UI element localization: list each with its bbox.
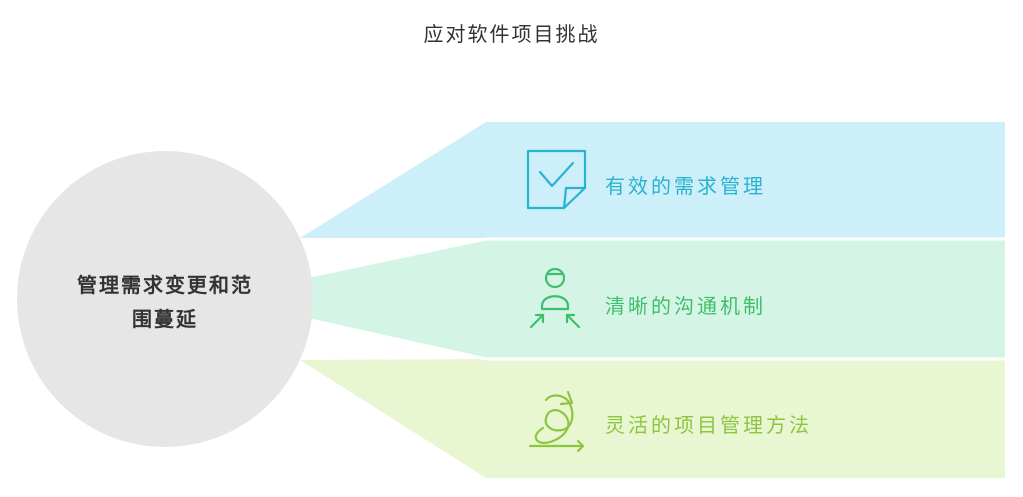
separator-1 xyxy=(309,237,487,278)
checkbox-note-icon xyxy=(526,149,587,210)
band-1 xyxy=(300,122,1005,238)
loop-path-icon xyxy=(528,390,585,453)
separator-3 xyxy=(309,318,487,361)
center-circle xyxy=(17,151,313,447)
center-label-line-2: 围蔓延 xyxy=(132,307,198,331)
diagram-title: 应对软件项目挑战 xyxy=(423,22,600,46)
center-label-line-1: 管理需求变更和范 xyxy=(77,273,253,297)
item-label-requirements: 有效的需求管理 xyxy=(605,174,766,198)
person-arrows-icon xyxy=(529,267,581,329)
item-label-agile: 灵活的项目管理方法 xyxy=(605,413,812,437)
band-2 xyxy=(300,238,1005,359)
item-label-communication: 清晰的沟通机制 xyxy=(605,294,766,318)
band-3 xyxy=(300,359,1005,478)
center-label: 管理需求变更和范 围蔓延 xyxy=(55,268,275,336)
